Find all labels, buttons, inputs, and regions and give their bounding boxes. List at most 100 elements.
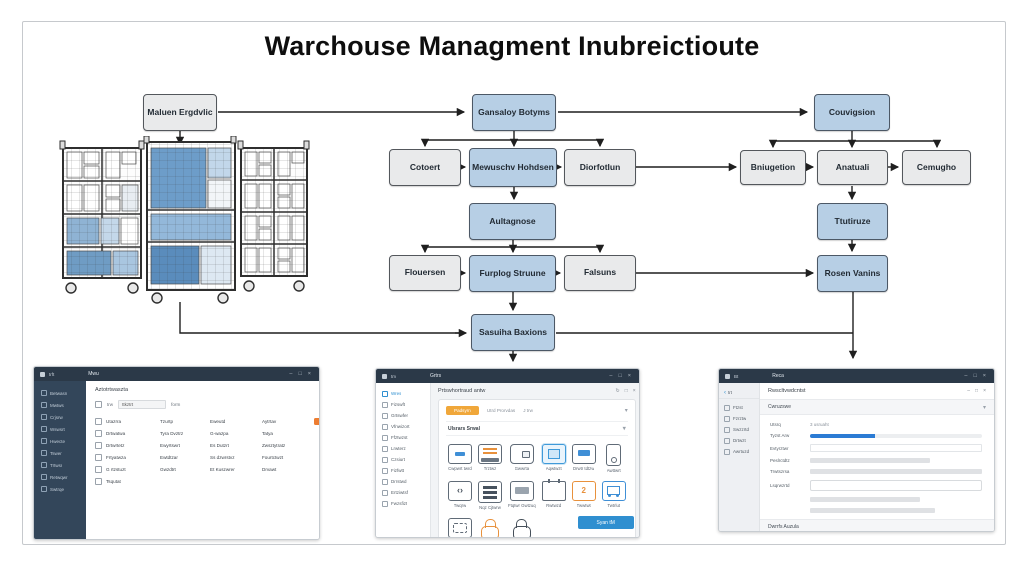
row-checkbox[interactable]: [95, 429, 102, 437]
grid-item[interactable]: Rwtwzd: [541, 479, 566, 511]
table-row[interactable]: Drtwrtetz Ewyrtswrt Es Dutzrt Zwsztytrat…: [95, 439, 319, 451]
table-row[interactable]: Utazrra Tzurtp Eweutd Aytrtav: [95, 415, 319, 427]
grid-item[interactable]: Cwpwrt twrd: [448, 444, 472, 474]
sidebar-item[interactable]: Tswer: [34, 447, 86, 459]
row-checkbox[interactable]: [95, 441, 102, 449]
sidebar-item[interactable]: Swzzrtd: [719, 424, 759, 435]
server-icon: [478, 481, 502, 503]
close-panel-icon[interactable]: ×: [983, 388, 986, 394]
sidebar-item[interactable]: Drrstwd: [376, 476, 430, 487]
sidebar-item[interactable]: Lrwterz: [376, 443, 430, 454]
action-button-primary[interactable]: [314, 417, 319, 425]
stamp-icon: [448, 518, 472, 537]
tab-active[interactable]: Padsyrn: [446, 406, 479, 415]
sidebar-item[interactable]: Czsiurt: [376, 454, 430, 465]
grid-item[interactable]: Trztwz: [478, 444, 502, 474]
grid-item[interactable]: [508, 518, 536, 537]
sidebar-item[interactable]: Fizfwtt: [376, 465, 430, 476]
row-checkbox[interactable]: [95, 453, 102, 461]
grid-item[interactable]: Ftqtwr Gwtzuq: [508, 481, 536, 511]
sidebar-item[interactable]: Ertziwtsf: [376, 487, 430, 498]
close-panel-icon[interactable]: ×: [632, 388, 636, 394]
sidebar-item[interactable]: Mwtws: [34, 399, 86, 411]
sidebar-item-label: Betwasn: [50, 390, 68, 396]
sidebar-item[interactable]: Betwasn: [34, 387, 86, 399]
minimize-panel-icon[interactable]: –: [967, 388, 971, 394]
sidebar-item[interactable]: Drtwzt: [719, 435, 759, 446]
select-all-checkbox[interactable]: [95, 401, 102, 408]
grid-item[interactable]: Drwtr tdtzw: [571, 444, 596, 474]
row-checkbox[interactable]: [95, 465, 102, 473]
cell: Tzurtp: [160, 418, 174, 424]
settings-icon[interactable]: □: [624, 388, 628, 394]
item-icon: [382, 467, 388, 474]
records-table: Utazrra Tzurtp Eweutd Aytrtav Drtwatwa T…: [95, 415, 319, 487]
grid-item[interactable]: [448, 518, 472, 537]
app-icon: [40, 371, 45, 377]
maximize-icon[interactable]: □: [298, 371, 304, 377]
grid-item[interactable]: Gwwrta: [508, 444, 536, 474]
sidebar-item[interactable]: Vfnwizort: [376, 421, 430, 432]
grid-item[interactable]: Awttwrt: [602, 444, 626, 474]
item-icon: [724, 448, 730, 455]
refresh-icon[interactable]: ↻: [615, 388, 620, 394]
section-header-payment[interactable]: Dwrrfs Auzula: [760, 519, 994, 531]
flow-node-mewuschv: Mewuschv Hohdsen: [469, 148, 557, 187]
grid-item-label: Twqrw: [453, 503, 467, 508]
sidebar-item[interactable]: Wswsrt: [34, 423, 86, 435]
minimize-icon[interactable]: –: [964, 373, 970, 379]
search-input[interactable]: [118, 400, 167, 409]
sidebar-item[interactable]: Fzrztw: [719, 413, 759, 424]
sidebar-item[interactable]: Fwzsfizt: [376, 498, 430, 509]
text-input[interactable]: [810, 480, 982, 491]
tab-2[interactable]: Utrd Prorvdas: [486, 408, 516, 413]
category-dropdown[interactable]: Ulsrars Srwal ▾: [446, 421, 628, 436]
window-1-sidebar: Betwasn Mwtws Crjsrw Wswsrt Hwecte Tswer…: [34, 381, 86, 539]
close-icon[interactable]: ×: [627, 373, 633, 379]
table-row[interactable]: Tsqutat: [95, 475, 319, 487]
maximize-panel-icon[interactable]: □: [975, 388, 979, 394]
tab-3[interactable]: J trw: [523, 408, 533, 413]
table-row[interactable]: G rtzstuzt Gwzdtrt Et Kuszwrer Drvawt: [95, 463, 319, 475]
table-row[interactable]: Frtyatwza Ewtdtzar Ss dzwrstvz Fourtctwz…: [95, 451, 319, 463]
sidebar-item[interactable]: Swtrqe: [34, 483, 86, 495]
grid-item[interactable]: Twwtwt: [571, 481, 596, 511]
back-button[interactable]: ‹ trt: [719, 387, 759, 399]
panel-title: Prtswhortraud antw: [438, 388, 486, 394]
chevron-down-icon[interactable]: ▾: [624, 408, 628, 414]
sidebar-item[interactable]: Ffztwzst: [376, 432, 430, 443]
sidebar-item[interactable]: Grtswfer: [376, 410, 430, 421]
close-icon[interactable]: ×: [982, 373, 988, 379]
close-icon[interactable]: ×: [307, 371, 313, 377]
maximize-icon[interactable]: □: [618, 373, 624, 379]
grid-item[interactable]: [478, 518, 502, 537]
text-input[interactable]: [810, 444, 982, 452]
sidebar-item[interactable]: Retwqwr: [34, 471, 86, 483]
cell: Tatya: [262, 430, 273, 436]
sidebar-item[interactable]: Ftzst: [719, 402, 759, 413]
maximize-icon[interactable]: □: [973, 373, 979, 379]
cell: Tyra Dvztrz: [160, 430, 184, 436]
sidebar-item[interactable]: Hwecte: [34, 435, 86, 447]
sidebar-item-label: Grtswfer: [391, 413, 409, 418]
grid-item[interactable]: Nqz Cjtwrw: [478, 481, 502, 511]
section-header-customer[interactable]: Cwruzswe ▾: [760, 399, 994, 415]
confirm-button[interactable]: Syan tM: [577, 516, 634, 529]
sidebar-item-label: Mwtws: [50, 402, 64, 408]
sidebar-item[interactable]: Trtwsr: [34, 459, 86, 471]
sidebar-item[interactable]: Fizswft: [376, 399, 430, 410]
row-checkbox[interactable]: [95, 477, 102, 485]
grid-item-selected[interactable]: Aqwtwzt: [541, 444, 566, 474]
window-2-sidebar: Wres Fizswft Grtswfer Vfnwizort Ffztwzst…: [376, 383, 431, 537]
progress-fill: [810, 433, 876, 438]
minimize-icon[interactable]: –: [609, 373, 615, 379]
sidebar-item[interactable]: Crjsrw: [34, 411, 86, 423]
row-checkbox[interactable]: [95, 417, 102, 425]
sidebar-item-active[interactable]: Wres: [376, 388, 430, 399]
grid-item[interactable]: Twtrlut: [601, 481, 626, 511]
sidebar-item[interactable]: Awrtuzd: [719, 446, 759, 457]
table-row[interactable]: Drtwatwa Tyra Dvztrz G-wazpa Tatya: [95, 427, 319, 439]
minimize-icon[interactable]: –: [289, 371, 295, 377]
grid-item[interactable]: Twqrw: [448, 481, 472, 511]
